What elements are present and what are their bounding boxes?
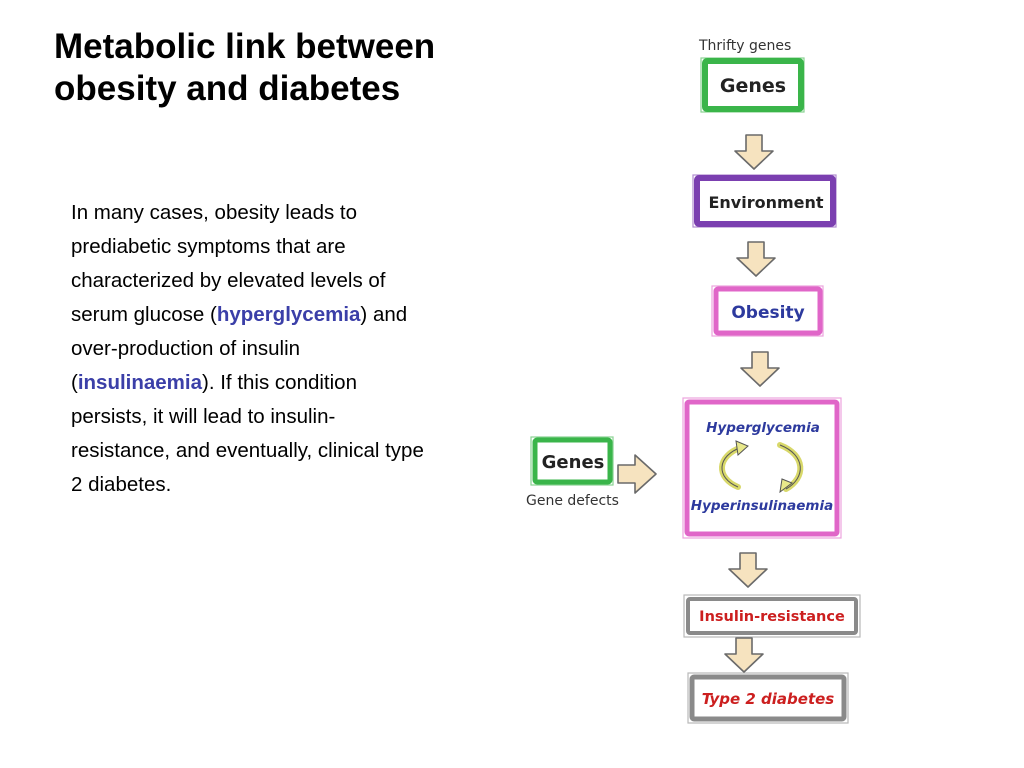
environment-label: Environment xyxy=(708,193,823,212)
genes-left-label: Genes xyxy=(542,452,605,473)
cycle-arrows-icon xyxy=(719,440,804,494)
type2-diabetes-box: Type 2 diabetes xyxy=(687,672,849,724)
arrow-down-icon xyxy=(728,552,768,588)
environment-box: Environment xyxy=(692,174,837,228)
hyperglycemia-label: Hyperglycemia xyxy=(706,420,820,436)
type2-diabetes-label: Type 2 diabetes xyxy=(702,690,835,708)
page-title: Metabolic link between obesity and diabe… xyxy=(54,27,436,108)
genes-left-box: Genes xyxy=(530,436,614,486)
obesity-label: Obesity xyxy=(731,303,804,323)
genes-top-box: Genes xyxy=(700,57,805,113)
text-part-1: In many cases, obesity leads to prediabe… xyxy=(71,201,386,326)
arrow-down-icon xyxy=(734,134,774,170)
arrow-down-icon xyxy=(736,241,776,277)
insulin-resistance-box: Insulin-resistance xyxy=(683,594,861,638)
text-part-3: ). If this condition persists, it will l… xyxy=(71,371,424,496)
text-part-2: ) and over-production of insulin ( xyxy=(71,303,408,394)
arrow-right-icon xyxy=(617,454,657,494)
term-insulinaemia: insulinaemia xyxy=(77,371,203,394)
description-paragraph: In many cases, obesity leads to prediabe… xyxy=(71,196,431,502)
insulin-resistance-label: Insulin-resistance xyxy=(699,609,845,625)
hyper-box: Hyperglycemia Hyperinsulinaemia xyxy=(682,397,842,539)
genes-top-label: Genes xyxy=(720,75,786,97)
hyperinsulinaemia-label: Hyperinsulinaemia xyxy=(691,498,833,514)
term-hyperglycemia: hyperglycemia xyxy=(216,303,361,326)
thrifty-genes-label: Thrifty genes xyxy=(698,38,791,54)
obesity-box: Obesity xyxy=(711,285,824,337)
arrow-down-icon xyxy=(740,351,780,387)
gene-defects-label: Gene defects xyxy=(526,493,619,509)
arrow-down-icon xyxy=(724,637,764,673)
